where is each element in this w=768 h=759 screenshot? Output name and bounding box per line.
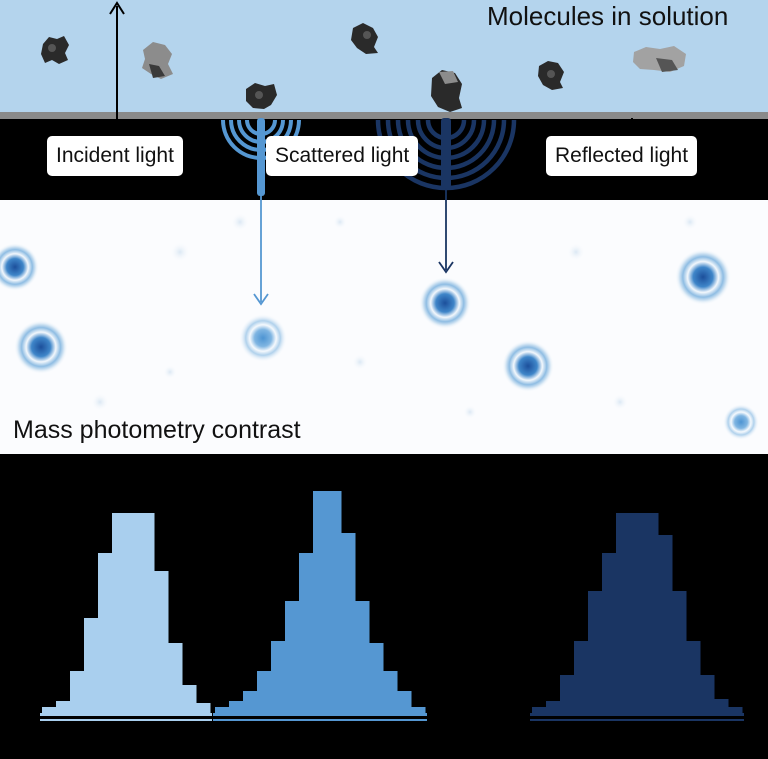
histogram-bar	[546, 701, 561, 713]
scatter-stem-mid	[257, 118, 265, 196]
histogram-bar	[383, 671, 398, 713]
arrow-icon	[438, 261, 454, 274]
histogram-bar	[369, 643, 384, 713]
histogram-bar	[630, 513, 645, 713]
histogram-bar	[532, 707, 547, 713]
molecule-icon	[142, 42, 173, 79]
particle-spot	[502, 340, 554, 392]
solution-title: Molecules in solution	[487, 1, 729, 31]
contrast-panel-title: Mass photometry contrast	[13, 416, 301, 444]
particle-spot	[239, 314, 287, 362]
histogram-2	[213, 491, 427, 721]
histogram-bar	[168, 643, 183, 713]
histogram-bar	[686, 641, 701, 713]
histogram-bar	[700, 675, 715, 713]
histogram-bar	[257, 671, 272, 713]
molecule-icon	[351, 23, 378, 54]
histogram-bar	[196, 703, 211, 713]
incident-light-label: Incident light	[47, 136, 183, 176]
histogram-baseline	[40, 719, 212, 721]
histogram-bar	[658, 535, 673, 713]
histogram-bar	[728, 707, 743, 713]
histograms	[40, 491, 744, 721]
histogram-bar	[140, 513, 155, 713]
scattered-light-label: Scattered light	[266, 136, 419, 176]
histogram-bar	[126, 513, 141, 713]
histogram-baseline	[213, 713, 427, 716]
histogram-bar	[602, 553, 617, 713]
molecule-icon	[246, 83, 277, 109]
histogram-bar	[215, 707, 230, 713]
coverslip-line	[0, 112, 768, 119]
particle-spot	[675, 249, 731, 305]
histogram-bar	[299, 553, 314, 713]
histogram-bar	[154, 571, 169, 713]
histogram-bar	[644, 513, 659, 713]
histogram-bar	[574, 641, 589, 713]
arrow-icon	[109, 1, 125, 15]
histogram-bar	[313, 491, 328, 713]
molecule-icon	[538, 61, 564, 90]
histogram-bar	[112, 513, 127, 713]
histogram-bar	[182, 685, 197, 713]
histogram-baseline	[530, 719, 744, 721]
particle-spot	[419, 277, 471, 329]
histogram-3	[530, 513, 744, 721]
histogram-1	[40, 513, 212, 721]
histogram-bar	[588, 591, 603, 713]
molecule-icon	[633, 46, 686, 72]
histogram-bar	[285, 601, 300, 713]
histogram-bar	[70, 671, 85, 713]
histogram-bar	[42, 707, 57, 713]
histogram-bar	[411, 707, 426, 713]
histogram-bar	[98, 553, 113, 713]
histogram-bar	[672, 591, 687, 713]
arrow-icon	[253, 293, 269, 306]
histogram-bar	[341, 533, 356, 713]
molecule-icon	[41, 36, 69, 64]
histogram-bar	[327, 491, 342, 713]
particle-spot	[723, 404, 759, 440]
histogram-baseline	[40, 713, 212, 716]
molecule-icon	[431, 70, 462, 112]
histogram-bar	[355, 601, 370, 713]
histogram-bar	[397, 691, 412, 713]
particle-spot	[0, 243, 39, 291]
histogram-bar	[56, 701, 71, 713]
histogram-bar	[616, 513, 631, 713]
histogram-bar	[243, 691, 258, 713]
histogram-baseline	[530, 713, 744, 716]
histogram-baseline	[213, 719, 427, 721]
histogram-bar	[560, 675, 575, 713]
histogram-bar	[714, 699, 729, 713]
background-speckles	[91, 213, 698, 419]
histogram-bar	[84, 618, 99, 713]
histogram-bar	[229, 701, 244, 713]
particle-spot	[14, 320, 68, 374]
scatter-stem-dark	[441, 118, 451, 188]
contrast-panel	[0, 200, 768, 454]
reflected-light-label: Reflected light	[546, 136, 698, 176]
reflected-light-dot	[629, 184, 635, 190]
histogram-bar	[271, 641, 286, 713]
incident-light-dot	[114, 184, 120, 190]
